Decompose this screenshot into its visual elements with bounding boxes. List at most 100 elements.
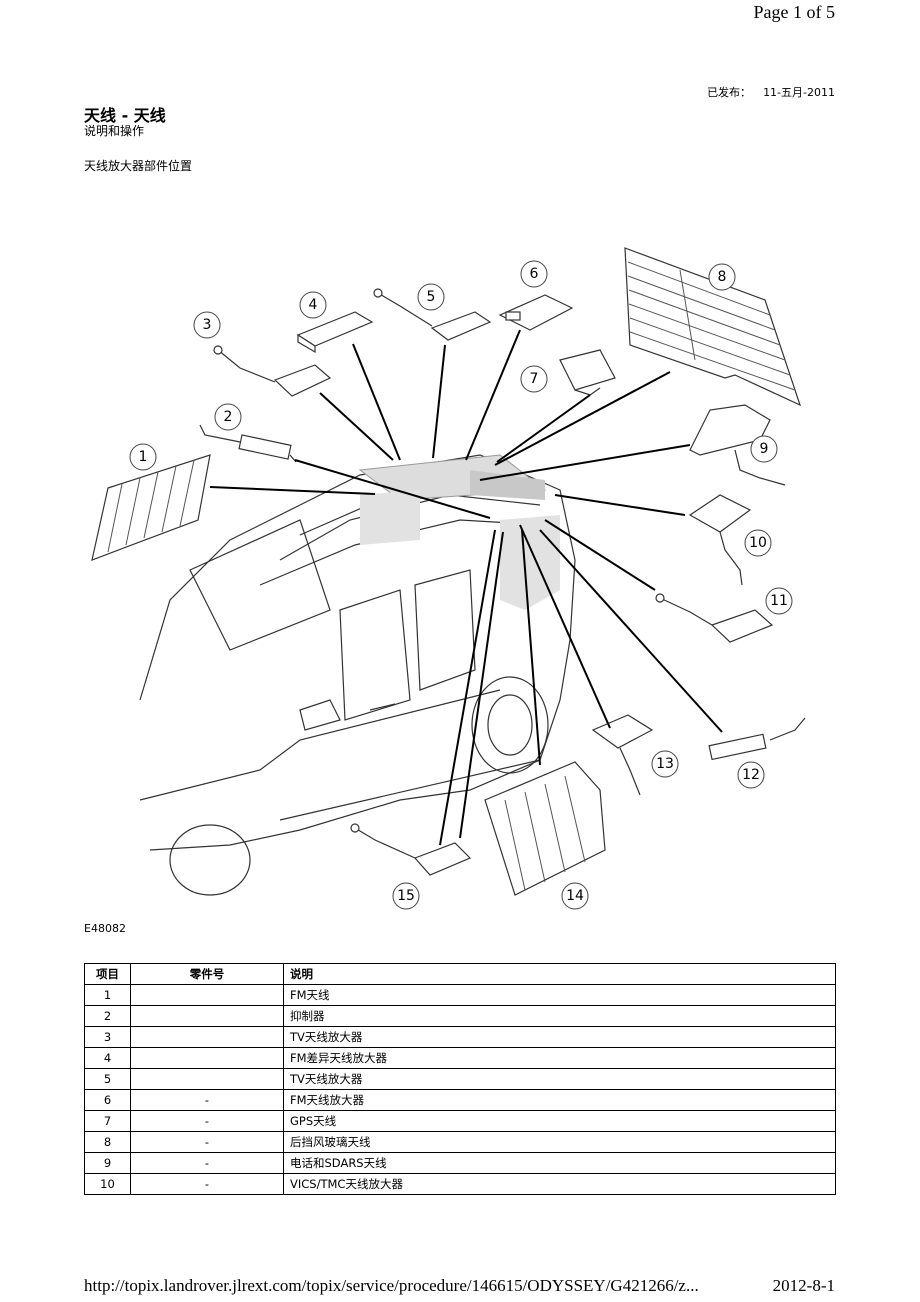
callout-4-label: 4 bbox=[309, 297, 318, 313]
part-2-suppressor bbox=[199, 424, 297, 463]
part-13-amp bbox=[591, 714, 654, 796]
callout-2-label: 2 bbox=[224, 409, 233, 425]
table-row: 1 FM天线 bbox=[84, 984, 836, 1006]
callout-7-label: 7 bbox=[530, 371, 539, 387]
callout-11-label: 11 bbox=[770, 593, 788, 609]
callout-9: 9 bbox=[750, 435, 778, 463]
part-4-fm-diversity-amp bbox=[296, 311, 374, 354]
cell-part-number: - bbox=[130, 1173, 284, 1195]
part-10-vics-tmc-amp bbox=[688, 494, 752, 586]
cell-item: 9 bbox=[84, 1152, 131, 1174]
cell-item: 5 bbox=[84, 1068, 131, 1090]
table-row: 9-电话和SDARS天线 bbox=[84, 1152, 836, 1174]
cell-part-number: - bbox=[130, 1089, 284, 1111]
callout-9-label: 9 bbox=[760, 441, 769, 457]
part-3-tv-amp bbox=[213, 345, 332, 397]
part-5-tv-amp bbox=[373, 288, 492, 341]
callout-13: 13 bbox=[651, 750, 679, 778]
cell-part-number bbox=[130, 1026, 284, 1048]
part-1-fm-antenna bbox=[91, 454, 211, 561]
callout-8-label: 8 bbox=[718, 269, 727, 285]
part-11-amp bbox=[655, 593, 774, 643]
callout-15: 15 bbox=[392, 882, 420, 910]
cell-item: 4 bbox=[84, 1047, 131, 1069]
document-title: 天线 - 天线 bbox=[84, 106, 166, 125]
cell-item: 2 bbox=[84, 1005, 131, 1027]
callout-2: 2 bbox=[214, 403, 242, 431]
cell-part-number: - bbox=[130, 1131, 284, 1153]
antenna-location-diagram: 1 2 3 4 5 6 7 8 9 10 11 12 13 14 15 bbox=[91, 247, 806, 910]
column-header-description: 说明 bbox=[283, 963, 836, 985]
cell-description: 抑制器 bbox=[283, 1005, 836, 1027]
cell-item: 1 bbox=[84, 984, 131, 1006]
section-heading: 天线放大器部件位置 bbox=[84, 159, 193, 173]
callout-12: 12 bbox=[737, 761, 765, 789]
callout-6: 6 bbox=[520, 260, 548, 288]
column-header-part-number: 零件号 bbox=[130, 963, 284, 985]
callout-14: 14 bbox=[561, 882, 589, 910]
table-row: 8-后挡风玻璃天线 bbox=[84, 1131, 836, 1153]
published-label: 已发布： bbox=[707, 86, 752, 99]
table-row: 7-GPS天线 bbox=[84, 1110, 836, 1132]
cell-item: 3 bbox=[84, 1026, 131, 1048]
table-row: 2 抑制器 bbox=[84, 1005, 836, 1027]
table-row: 10-VICS/TMC天线放大器 bbox=[84, 1173, 836, 1195]
footer-date: 2012-8-1 bbox=[772, 1276, 835, 1295]
callout-7: 7 bbox=[520, 365, 548, 393]
callout-3: 3 bbox=[193, 311, 221, 339]
callout-5: 5 bbox=[417, 283, 445, 311]
cell-part-number: - bbox=[130, 1152, 284, 1174]
cell-description: 电话和SDARS天线 bbox=[283, 1152, 836, 1174]
part-15-amp bbox=[350, 823, 472, 876]
cell-item: 8 bbox=[84, 1131, 131, 1153]
page-indicator: Page 1 of 5 bbox=[753, 2, 835, 22]
cell-description: 后挡风玻璃天线 bbox=[283, 1131, 836, 1153]
cell-description: TV天线放大器 bbox=[283, 1026, 836, 1048]
vehicle-outline bbox=[139, 454, 576, 896]
cell-item: 6 bbox=[84, 1089, 131, 1111]
callout-12-label: 12 bbox=[742, 767, 760, 783]
part-9-phone-sdars-antenna bbox=[689, 404, 786, 486]
roof-interior-highlight bbox=[358, 454, 560, 610]
callout-13-label: 13 bbox=[656, 756, 674, 772]
part-7-gps-antenna bbox=[559, 349, 616, 396]
footer-url: http://topix.landrover.jlrext.com/topix/… bbox=[84, 1276, 699, 1295]
callout-5-label: 5 bbox=[427, 289, 436, 305]
cell-item: 10 bbox=[84, 1173, 131, 1195]
table-row: 3 TV天线放大器 bbox=[84, 1026, 836, 1048]
callout-1-label: 1 bbox=[139, 449, 148, 465]
cell-part-number bbox=[130, 984, 284, 1006]
callout-11: 11 bbox=[765, 587, 793, 615]
published-date: 11-五月-2011 bbox=[763, 86, 835, 99]
callout-3-label: 3 bbox=[203, 317, 212, 333]
callout-10-label: 10 bbox=[749, 535, 767, 551]
cell-description: FM天线 bbox=[283, 984, 836, 1006]
cell-part-number bbox=[130, 1005, 284, 1027]
cell-part-number: - bbox=[130, 1110, 284, 1132]
cell-part-number bbox=[130, 1068, 284, 1090]
table-row: 4 FM差异天线放大器 bbox=[84, 1047, 836, 1069]
cell-item: 7 bbox=[84, 1110, 131, 1132]
column-header-item: 项目 bbox=[84, 963, 131, 985]
callout-6-label: 6 bbox=[530, 266, 539, 282]
table-row: 6-FM天线放大器 bbox=[84, 1089, 836, 1111]
cell-description: GPS天线 bbox=[283, 1110, 836, 1132]
table-header-row: 项目 零件号 说明 bbox=[84, 963, 836, 985]
callout-15-label: 15 bbox=[397, 888, 415, 904]
callout-4: 4 bbox=[299, 291, 327, 319]
published-info: 已发布： 11-五月-2011 bbox=[707, 84, 835, 100]
cell-description: FM差异天线放大器 bbox=[283, 1047, 836, 1069]
part-14-side-window-antenna bbox=[484, 761, 606, 896]
cell-part-number bbox=[130, 1047, 284, 1069]
part-8-rear-window-antenna bbox=[624, 247, 802, 407]
callout-10: 10 bbox=[744, 529, 772, 557]
callout-8: 8 bbox=[708, 263, 736, 291]
cell-description: FM天线放大器 bbox=[283, 1089, 836, 1111]
document-subtitle: 说明和操作 bbox=[84, 124, 145, 138]
callout-14-label: 14 bbox=[566, 888, 584, 904]
leader-lines bbox=[209, 329, 723, 846]
parts-table: 项目 零件号 说明 1 FM天线 2 抑制器 3 TV天线放大器 4 FM差异天线放大器… bbox=[84, 963, 836, 1195]
part-6-fm-amp bbox=[498, 294, 574, 331]
figure-id: E48082 bbox=[84, 922, 126, 935]
